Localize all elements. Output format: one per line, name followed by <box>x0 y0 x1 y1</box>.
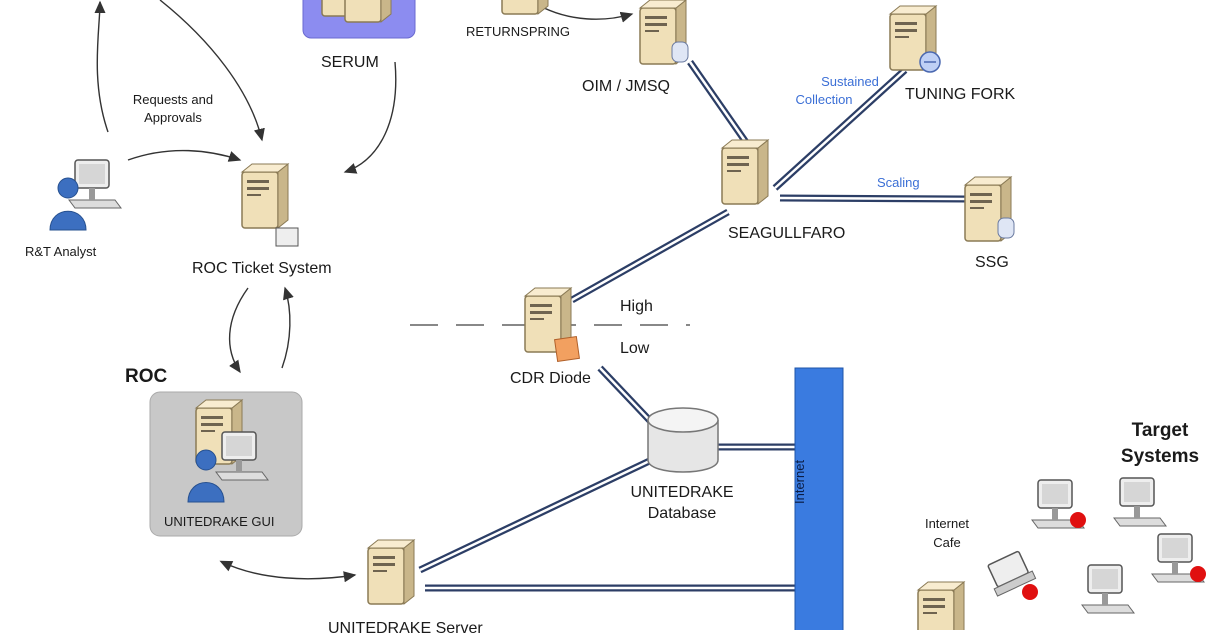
unitedrake-server-label: UNITEDRAKE Server <box>328 620 483 637</box>
network-links <box>418 59 966 592</box>
unitedrake-db-label-1: UNITEDRAKE <box>630 484 734 501</box>
sustained-label-1: Sustained <box>821 74 879 89</box>
unitedrake-database <box>647 407 719 473</box>
seagullfaro-server <box>721 139 769 205</box>
internet-cafe-label-2: Cafe <box>933 535 961 550</box>
internet-cafe-server <box>917 581 965 630</box>
roc-gui-node <box>149 391 303 537</box>
requests-label-1: Requests and <box>132 92 214 107</box>
cdr-diode-label: CDR Diode <box>510 370 591 387</box>
oim-jmsq-label: OIM / JMSQ <box>582 78 670 95</box>
internet-bar <box>794 367 844 630</box>
unitedrake-server <box>367 539 415 605</box>
roc-ticket-label: ROC Ticket System <box>192 260 332 277</box>
oim-jmsq-server <box>639 0 689 65</box>
target-systems-label-1: Target <box>1131 420 1189 441</box>
unitedrake-db-label-2: Database <box>647 505 717 522</box>
unitedrake-gui-label: UNITEDRAKE GUI <box>164 514 275 529</box>
target-systems <box>987 477 1206 614</box>
scaling-label: Scaling <box>877 175 920 190</box>
target-systems-label-2: Systems <box>1120 446 1200 467</box>
internet-label: Internet <box>792 459 807 504</box>
returnspring-server <box>501 0 549 15</box>
requests-label-2: Approvals <box>144 110 202 125</box>
serum-node <box>302 0 416 39</box>
ssg-server <box>964 176 1015 242</box>
tuning-fork-server <box>889 5 941 73</box>
high-label: High <box>620 298 653 315</box>
flow-arrows <box>94 0 634 583</box>
internet-cafe-label-1: Internet <box>924 516 970 531</box>
serum-label: SERUM <box>321 54 379 71</box>
ssg-label: SSG <box>975 254 1009 271</box>
low-label: Low <box>620 340 650 357</box>
roc-ticket-server <box>241 163 299 247</box>
rt-analyst-workstation <box>49 159 122 231</box>
roc-label: ROC <box>125 366 168 387</box>
sustained-label-2: Collection <box>795 92 853 107</box>
rt-analyst-label: R&T Analyst <box>25 244 97 259</box>
returnspring-label: RETURNSPRING <box>466 24 571 39</box>
cdr-diode-server <box>524 287 580 362</box>
tuning-fork-label: TUNING FORK <box>905 86 1016 103</box>
seagullfaro-label: SEAGULLFARO <box>728 225 846 242</box>
